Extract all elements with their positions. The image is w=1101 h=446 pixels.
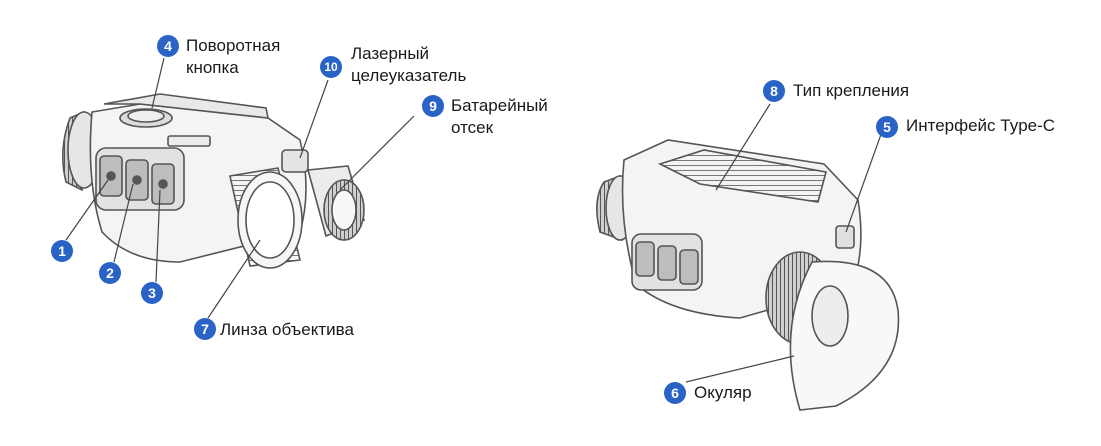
callout-badge-1: 1 <box>51 240 73 262</box>
callout-badge-6: 6 <box>664 382 686 404</box>
callout-badge-9: 9 <box>422 95 444 117</box>
left-leader-lines <box>65 57 415 319</box>
callout-badge-2: 2 <box>99 262 121 284</box>
mount-rail-shape <box>657 149 827 203</box>
callout-badge-3: 3 <box>141 282 163 304</box>
callout-badge-5: 5 <box>876 116 898 138</box>
callout-label-7: Линза объектива <box>220 320 354 339</box>
left-top-plate <box>103 93 269 119</box>
callout-label-9-line1: Батарейный <box>451 96 548 115</box>
usb-port-shape <box>835 225 855 249</box>
callout-label-10-line1: Лазерный <box>351 44 430 63</box>
callout-label-6: Окуляр <box>694 383 752 402</box>
left-device-drawing <box>62 93 365 269</box>
callout-badge-4: 4 <box>157 35 179 57</box>
callout-label-5: Интерфейс Type-C <box>906 116 1056 135</box>
callout-badge-10: 10 <box>320 56 342 78</box>
callout-label-9-line2: отсек <box>451 118 494 137</box>
callout-label-8: Тип крепления <box>793 81 910 100</box>
callout-label-4-line2: кнопка <box>186 58 239 77</box>
callout-badge-7: 7 <box>194 318 216 340</box>
right-leader-lines <box>685 103 885 383</box>
callout-label-10-line2: целеуказатель <box>351 66 467 85</box>
callout-badge-8: 8 <box>763 80 785 102</box>
callout-label-4-line1: Поворотная <box>186 36 281 55</box>
laser-module-shape <box>281 149 309 173</box>
right-device-drawing <box>596 139 900 411</box>
